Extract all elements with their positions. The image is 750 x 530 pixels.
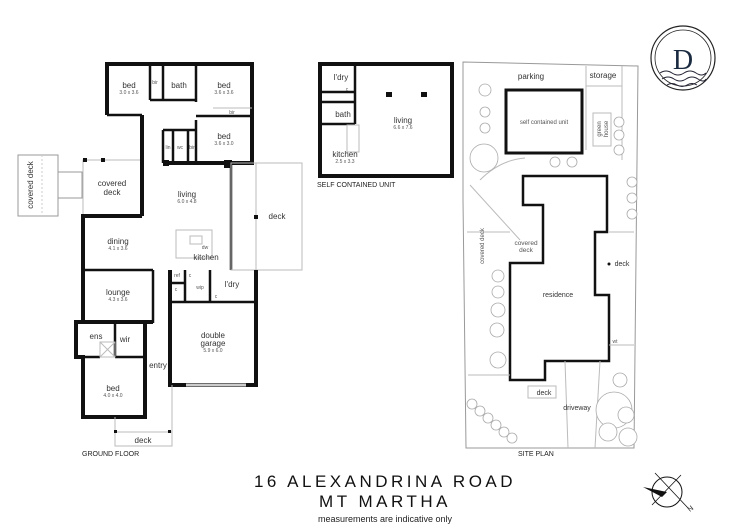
site-label-storage: storage [590, 71, 617, 80]
room-deck-bottom: deck [135, 436, 153, 445]
unit-room-bath: bath [335, 110, 351, 119]
room-bed-2-size: 3.6 x 3.6 [214, 90, 233, 96]
unit-room-living-size: 6.6 x 7.6 [393, 125, 412, 131]
room-c-1: c [189, 273, 192, 279]
room-c-3: c [215, 294, 218, 300]
room-laundry: l'dry [225, 280, 239, 289]
covered-deck-left-outline [17, 154, 59, 217]
site-plan-caption: SITE PLAN [518, 451, 554, 458]
site-label-covered-deck: covered [514, 240, 538, 247]
unit-room-c: c [346, 87, 349, 93]
room-living-size: 6.0 x 4.8 [177, 199, 196, 205]
room-bir-1: bir [152, 80, 158, 86]
room-deck-right: deck [269, 212, 287, 221]
unit-room-kitchen-size: 2.5 x 3.3 [335, 159, 354, 165]
site-label-driveway: driveway [563, 405, 591, 412]
room-ref: ref [174, 273, 180, 279]
site-label-green-house-line2: house [604, 120, 610, 137]
room-bed-3-size: 3.6 x 3.0 [214, 141, 233, 147]
room-bir-3: bir [189, 145, 195, 151]
brand-logo: D [650, 25, 716, 91]
room-ensuite: ens [90, 332, 103, 341]
compass-north-label: N [687, 505, 695, 514]
room-bed-1: bed [122, 81, 135, 90]
site-label-water-tank: wt [613, 339, 619, 345]
unit-room-kitchen: kitchen [332, 150, 357, 159]
room-bed-1-size: 3.0 x 3.6 [119, 90, 138, 96]
site-label-covered-deck-left: covered deck [480, 227, 486, 264]
room-wir: wir [119, 335, 131, 344]
room-dining: dining [107, 237, 128, 246]
room-wip: wip [196, 285, 204, 291]
room-entry: entry [149, 361, 167, 370]
room-lin: lin [165, 145, 170, 151]
site-label-deck-right: deck [615, 261, 630, 268]
room-covered-deck-line2: deck [104, 188, 122, 197]
measurements-note: measurements are indicative only [318, 514, 453, 524]
room-dining-size: 4.1 x 3.6 [108, 246, 127, 252]
site-label-green-house: green [597, 121, 603, 136]
room-bed-3: bed [217, 132, 230, 141]
room-bath: bath [171, 81, 187, 90]
room-covered-deck: covered [98, 179, 126, 188]
unit-room-laundry: l'dry [334, 73, 348, 82]
room-covered-deck-left: covered deck [26, 160, 35, 209]
ground-floor-caption: GROUND FLOOR [82, 451, 139, 458]
unit-room-living: living [394, 116, 412, 125]
site-label-deck-bottom: deck [537, 390, 552, 397]
room-wc: wc [177, 145, 184, 151]
room-bed-4: bed [106, 384, 119, 393]
title-block: 16 ALEXANDRINA ROAD MT MARTHA measuremen… [254, 472, 516, 524]
logo-letter: D [673, 45, 693, 76]
north-arrow-icon: N [643, 472, 695, 514]
unit-caption: SELF CONTAINED UNIT [317, 182, 396, 189]
site-plan: parking storage self contained unit gree… [462, 61, 639, 458]
ground-floor-plan: bed 3.0 x 3.6 bir bath bed 3.6 x 3.6 bir… [17, 62, 303, 458]
title-suburb: MT MARTHA [319, 492, 451, 511]
self-contained-unit-plan: l'dry c bath kitchen 2.5 x 3.3 living 6.… [317, 62, 454, 189]
room-bed-4-size: 4.0 x 4.0 [103, 393, 122, 399]
site-label-parking: parking [518, 72, 544, 81]
room-garage: double [201, 331, 226, 340]
room-dw: dw [202, 245, 209, 251]
room-bed-2: bed [217, 81, 230, 90]
title-address: 16 ALEXANDRINA ROAD [254, 472, 516, 491]
room-lounge: lounge [106, 288, 131, 297]
site-label-residence: residence [543, 292, 573, 299]
site-label-unit: self contained unit [520, 120, 569, 126]
room-lounge-size: 4.3 x 3.6 [108, 297, 127, 303]
site-label-covered-deck-line2: deck [519, 247, 533, 254]
room-c-2: c [175, 287, 178, 293]
deck-right-outline [230, 162, 303, 271]
room-garage-line2: garage [201, 339, 226, 348]
room-garage-size: 5.9 x 6.0 [203, 348, 222, 354]
room-kitchen: kitchen [193, 253, 218, 262]
room-bir-2: bir [229, 110, 235, 116]
room-living: living [178, 190, 196, 199]
